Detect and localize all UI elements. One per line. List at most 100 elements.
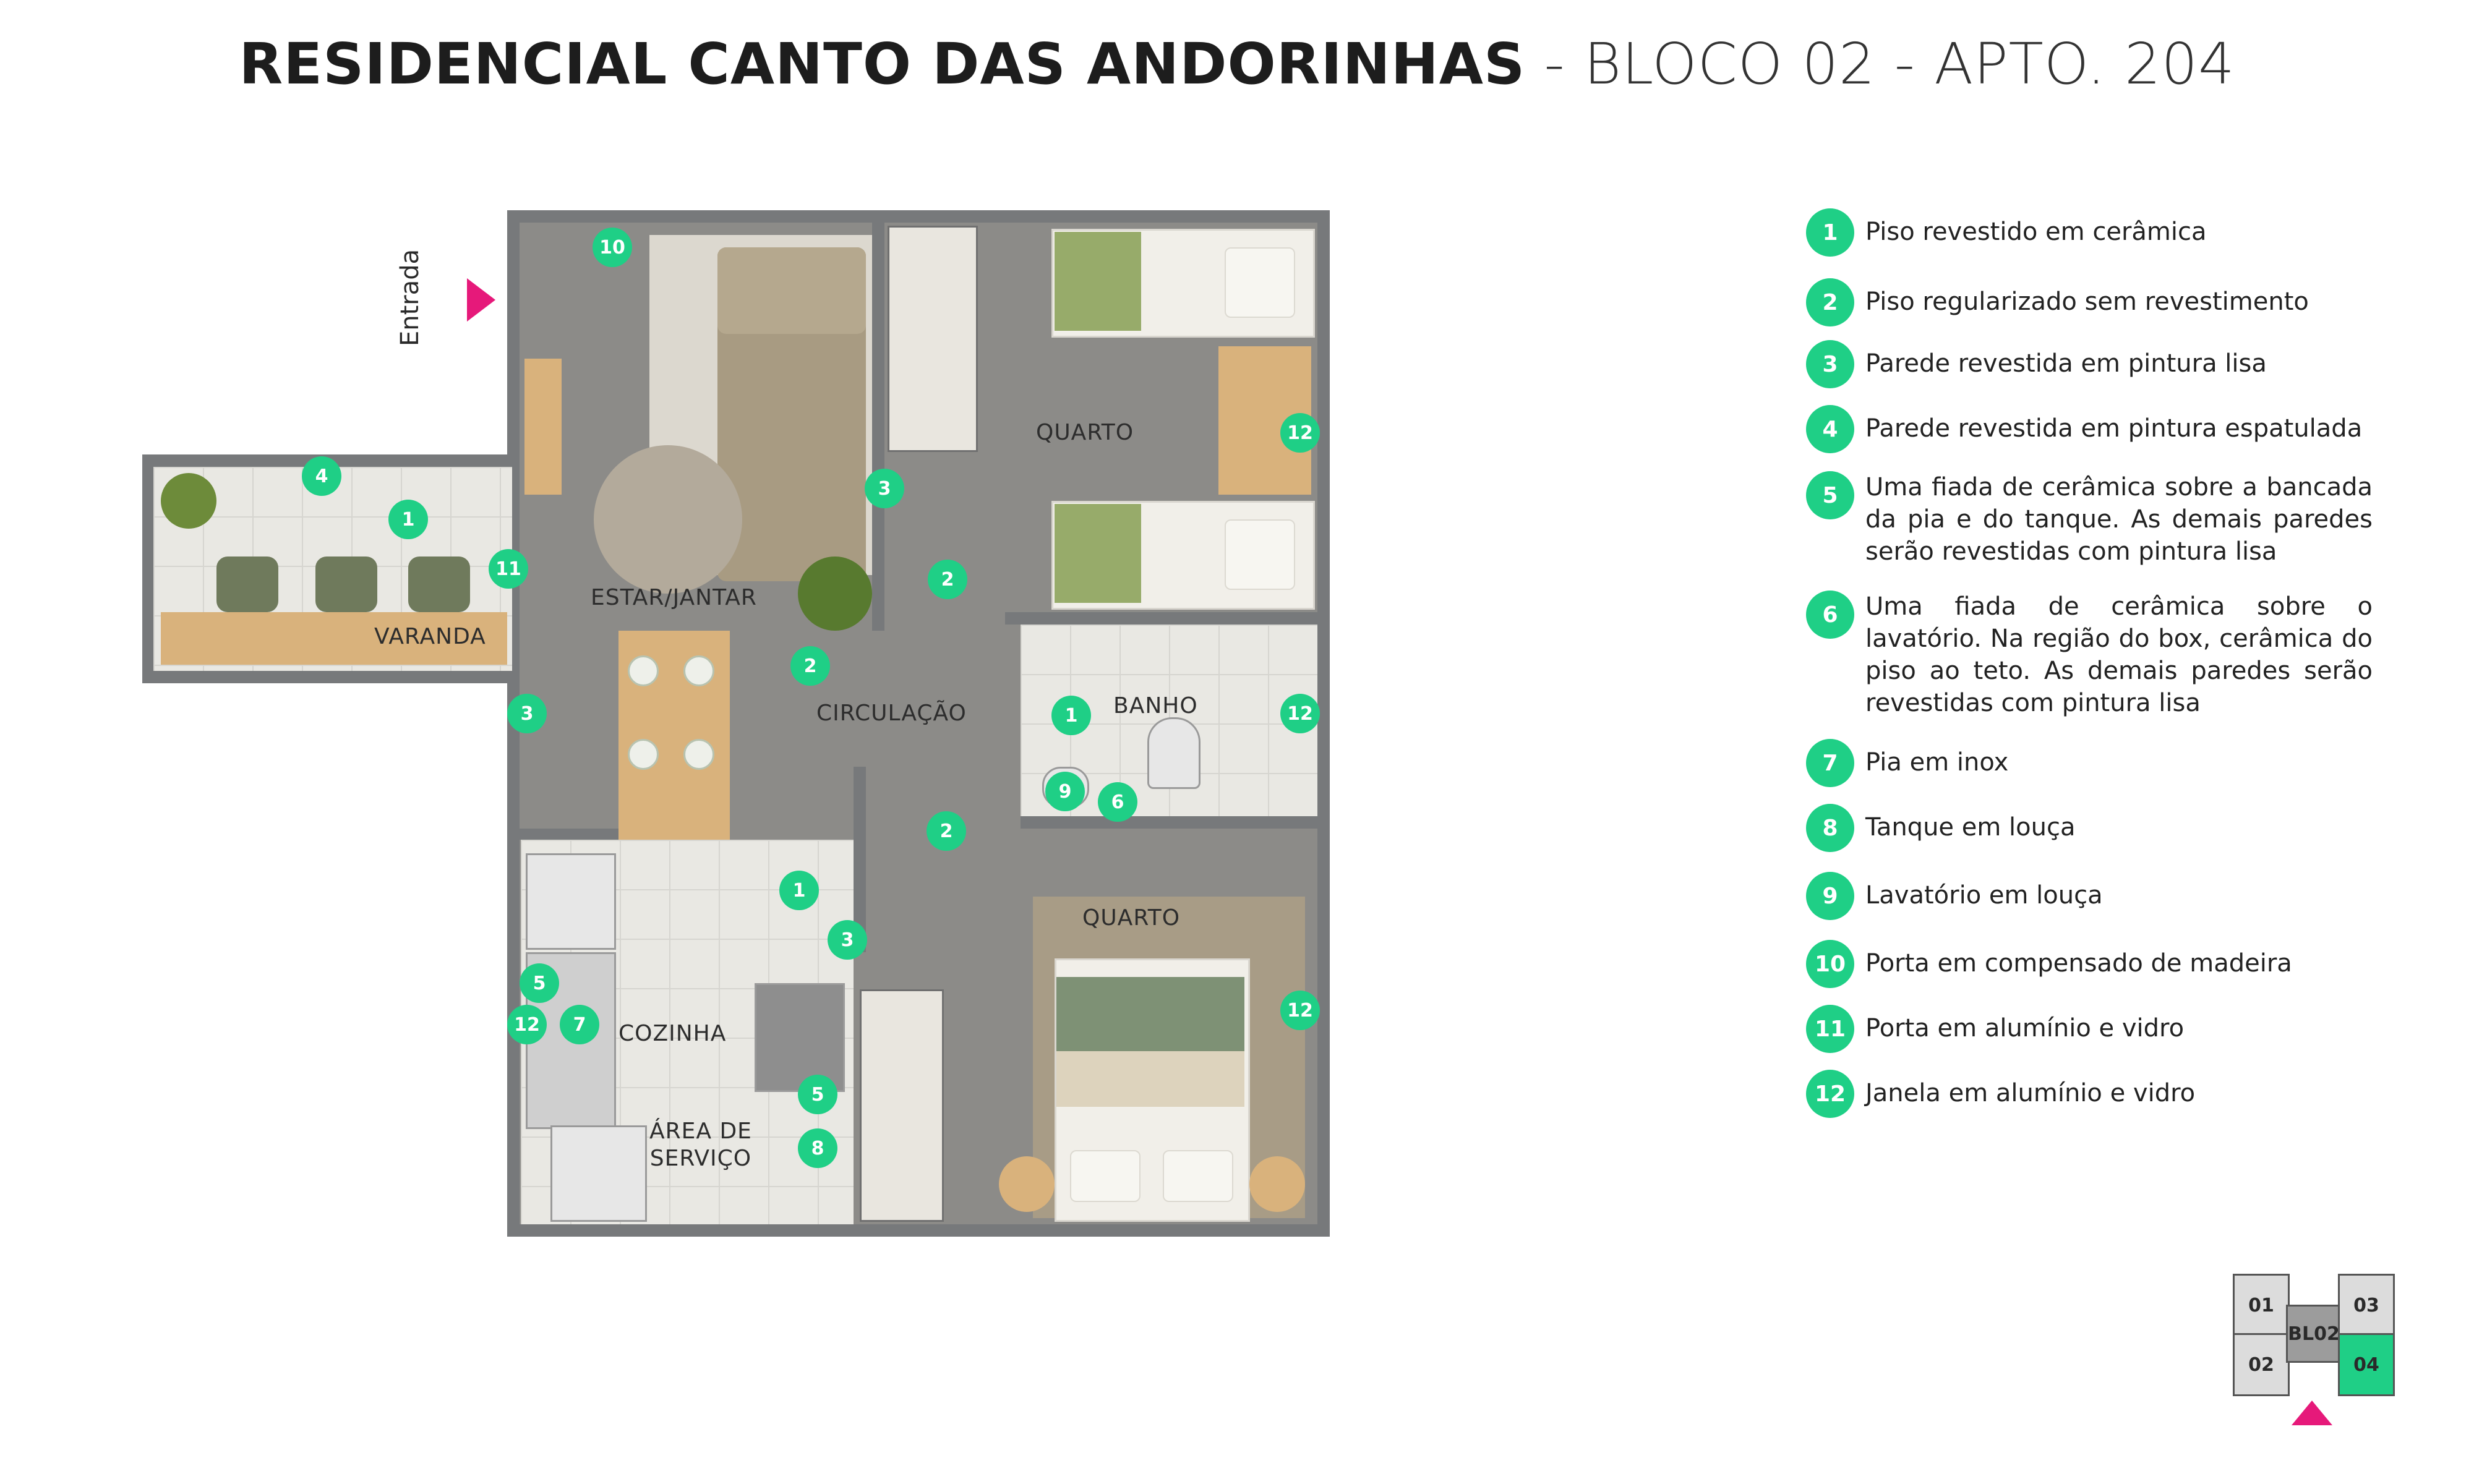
block-unit-02: 02	[2233, 1333, 2290, 1396]
room-label-banho: BANHO	[1113, 693, 1198, 719]
legend-text: Piso revestido em cerâmica	[1865, 218, 2207, 246]
varanda-chair	[315, 556, 377, 612]
bed-blanket	[1055, 232, 1141, 331]
legend-item: 12 Janela em alumínio e vidro	[1806, 1070, 2373, 1118]
plan-badge: 8	[798, 1128, 837, 1168]
room-label-area-servico-line1: ÁREA DE	[649, 1119, 752, 1144]
block-unit-04: 04	[2338, 1333, 2395, 1396]
legend-item: 7 Pia em inox	[1806, 739, 2373, 787]
plan-badge: 5	[798, 1075, 837, 1114]
room-label-quarto-2: QUARTO	[1082, 905, 1181, 931]
legend-item: 11 Porta em alumínio e vidro	[1806, 1005, 2373, 1053]
legend-text: Porta em alumínio e vidro	[1865, 1014, 2185, 1043]
legend-text: Janela em alumínio e vidro	[1865, 1079, 2196, 1107]
plan-badge: 9	[1045, 772, 1085, 811]
block-position-arrow-icon	[2292, 1401, 2332, 1425]
room-label-circulacao: CIRCULAÇÃO	[816, 701, 967, 726]
plan-badge: 5	[520, 963, 559, 1003]
title-bold: RESIDENCIAL CANTO DAS ANDORINHAS	[239, 31, 1526, 97]
plan-badge: 10	[593, 228, 632, 267]
round-rug	[594, 445, 742, 594]
fridge	[755, 983, 845, 1092]
plan-badge: 1	[388, 500, 428, 539]
stove	[526, 853, 616, 950]
inner-wall	[1005, 612, 1317, 625]
inner-wall	[1021, 816, 1317, 829]
legend-item: 8 Tanque em louça	[1806, 804, 2373, 852]
legend-badge: 10	[1806, 940, 1854, 988]
washing-machine	[550, 1125, 647, 1222]
wardrobe-bottom	[860, 989, 944, 1222]
legend-badge: 6	[1806, 591, 1854, 639]
nightstand-lamp-icon	[999, 1156, 1055, 1212]
legend-item: 3 Parede revestida em pintura lisa	[1806, 340, 2373, 388]
legend-item: 6 Uma fiada de cerâmica sobre o lavatóri…	[1806, 591, 2373, 719]
plan-badge: 7	[560, 1005, 599, 1044]
plan-badge: 12	[507, 1005, 547, 1044]
plan-badge: 3	[828, 920, 867, 960]
plan-badge: 1	[779, 871, 819, 910]
legend-item: 2 Piso regularizado sem revestimento	[1806, 278, 2373, 326]
pillow	[1070, 1150, 1141, 1202]
plate-icon	[628, 655, 659, 686]
room-label-cozinha: COZINHA	[618, 1021, 727, 1046]
plate-icon	[683, 655, 714, 686]
legend-badge: 3	[1806, 340, 1854, 388]
block-center: BL02	[2286, 1305, 2342, 1363]
inner-wall	[872, 223, 884, 631]
wardrobe-top	[888, 226, 978, 452]
legend-text: Uma fiada de cerâmica sobre a bancada da…	[1865, 473, 2373, 566]
legend-badge: 2	[1806, 278, 1854, 326]
pillow	[1225, 519, 1295, 590]
plant-icon	[798, 556, 872, 631]
title-rest: - BLOCO 02 - APTO. 204	[1525, 31, 2235, 97]
varanda-chair	[408, 556, 470, 612]
plan-badge: 3	[865, 469, 904, 508]
legend-text: Parede revestida em pintura espatulada	[1865, 414, 2363, 443]
plate-icon	[628, 739, 659, 770]
inner-wall	[854, 767, 866, 952]
varanda-bench	[161, 612, 507, 665]
legend-item: 1 Piso revestido em cerâmica	[1806, 208, 2373, 257]
legend-badge: 12	[1806, 1070, 1854, 1118]
plan-badge: 3	[507, 694, 547, 733]
room-label-area-servico: ÁREA DE SERVIÇO	[649, 1118, 752, 1172]
plan-badge: 6	[1098, 782, 1137, 822]
bed-blanket	[1055, 504, 1141, 603]
legend-text: Pia em inox	[1865, 748, 2009, 777]
block-unit-01: 01	[2233, 1274, 2290, 1337]
rack	[524, 359, 562, 495]
legend-badge: 9	[1806, 872, 1854, 920]
plan-badge: 1	[1051, 696, 1091, 735]
pillow	[1163, 1150, 1233, 1202]
room-label-varanda: VARANDA	[374, 624, 486, 649]
legend-item: 9 Lavatório em louça	[1806, 872, 2373, 920]
plan-badge: 2	[790, 646, 830, 686]
floor-plan: ESTAR/JANTAR VARANDA CIRCULAÇÃO QUARTO Q…	[142, 210, 1330, 1237]
legend-badge: 1	[1806, 208, 1854, 257]
block-unit-03: 03	[2338, 1274, 2395, 1337]
bed-throw	[1056, 1051, 1244, 1107]
plan-badge: 2	[928, 560, 967, 599]
legend-text: Parede revestida em pintura lisa	[1865, 349, 2267, 378]
inner-wall	[520, 829, 618, 840]
room-label-estar: ESTAR/JANTAR	[591, 585, 757, 610]
legend-badge: 4	[1806, 405, 1854, 453]
sofa-chaise	[717, 247, 866, 334]
legend-item: 5 Uma fiada de cerâmica sobre a bancada …	[1806, 471, 2373, 568]
legend-text: Porta em compensado de madeira	[1865, 949, 2292, 978]
plan-badge: 4	[302, 456, 341, 496]
room-label-area-servico-line2: SERVIÇO	[649, 1146, 752, 1171]
legend-text: Tanque em louça	[1865, 813, 2076, 842]
legend-badge: 8	[1806, 804, 1854, 852]
plan-badge: 12	[1280, 413, 1320, 453]
entrance-arrow-icon	[467, 278, 495, 322]
legend-text: Lavatório em louça	[1865, 881, 2103, 910]
plan-badge: 11	[489, 549, 528, 589]
pillow	[1225, 247, 1295, 318]
legend-item: 4 Parede revestida em pintura espatulada	[1806, 405, 2373, 453]
plan-badge: 2	[927, 811, 966, 851]
plan-badge: 12	[1280, 694, 1320, 733]
legend-badge: 11	[1806, 1005, 1854, 1053]
nightstand-lamp-icon	[1249, 1156, 1305, 1212]
